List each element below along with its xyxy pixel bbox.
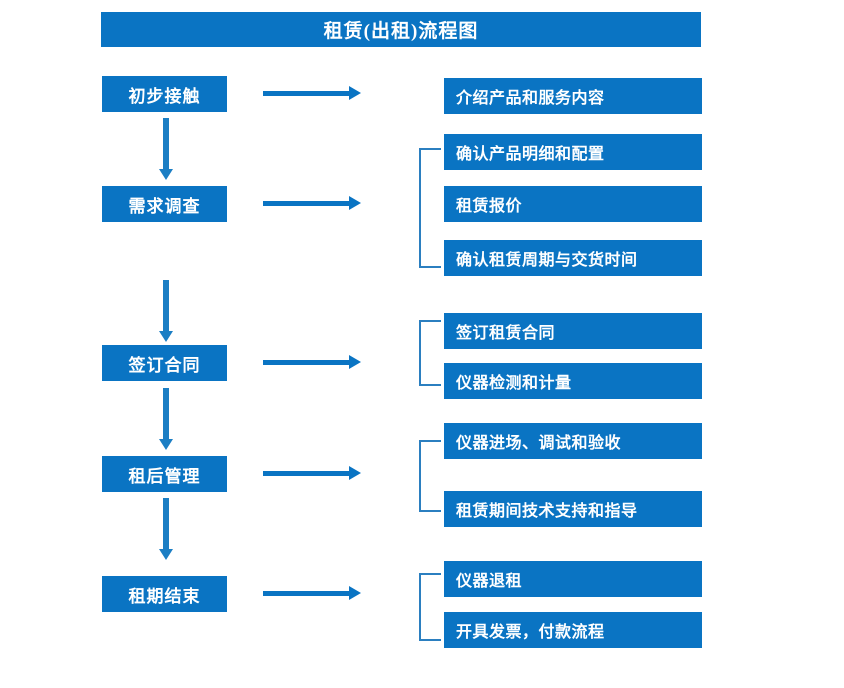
arrow-head <box>349 196 361 210</box>
group-bracket-4 <box>419 440 441 512</box>
stage-box-3[interactable]: 签订合同 <box>102 345 227 381</box>
detail-box-5-2[interactable]: 开具发票，付款流程 <box>444 612 702 648</box>
stage-box-2[interactable]: 需求调查 <box>102 186 227 222</box>
arrow-down-3 <box>159 388 173 450</box>
group-bracket-3 <box>419 320 441 386</box>
stage-box-4[interactable]: 租后管理 <box>102 456 227 492</box>
arrow-head <box>159 331 173 342</box>
arrow-shaft <box>263 201 351 206</box>
arrow-shaft <box>163 280 169 331</box>
detail-box-3-2[interactable]: 仪器检测和计量 <box>444 363 702 399</box>
arrow-head <box>159 169 173 180</box>
arrow-shaft <box>263 471 351 476</box>
arrow-right-3 <box>263 355 361 369</box>
chart-title: 租赁(出租)流程图 <box>101 12 701 47</box>
detail-box-2-1[interactable]: 确认产品明细和配置 <box>444 134 702 170</box>
detail-box-4-2[interactable]: 租赁期间技术支持和指导 <box>444 491 702 527</box>
arrow-right-1 <box>263 86 361 100</box>
arrow-head <box>349 86 361 100</box>
detail-box-3-1[interactable]: 签订租赁合同 <box>444 313 702 349</box>
detail-box-4-1[interactable]: 仪器进场、调试和验收 <box>444 423 702 459</box>
stage-box-5[interactable]: 租期结束 <box>102 576 227 612</box>
arrow-shaft <box>163 388 169 439</box>
arrow-down-2 <box>159 280 173 342</box>
arrow-head <box>349 466 361 480</box>
arrow-right-2 <box>263 196 361 210</box>
detail-box-2-2[interactable]: 租赁报价 <box>444 186 702 222</box>
arrow-right-5 <box>263 586 361 600</box>
arrow-shaft <box>163 118 169 169</box>
arrow-head <box>159 439 173 450</box>
stage-box-1[interactable]: 初步接触 <box>102 76 227 112</box>
detail-box-2-3[interactable]: 确认租赁周期与交货时间 <box>444 240 702 276</box>
arrow-shaft <box>263 591 351 596</box>
arrow-down-1 <box>159 118 173 180</box>
detail-box-5-1[interactable]: 仪器退租 <box>444 561 702 597</box>
arrow-right-4 <box>263 466 361 480</box>
arrow-shaft <box>263 360 351 365</box>
detail-box-1-1[interactable]: 介绍产品和服务内容 <box>444 78 702 114</box>
arrow-shaft <box>263 91 351 96</box>
group-bracket-5 <box>419 573 441 641</box>
arrow-down-4 <box>159 498 173 560</box>
group-bracket-2 <box>419 148 441 268</box>
arrow-head <box>159 549 173 560</box>
arrow-head <box>349 355 361 369</box>
arrow-shaft <box>163 498 169 549</box>
arrow-head <box>349 586 361 600</box>
